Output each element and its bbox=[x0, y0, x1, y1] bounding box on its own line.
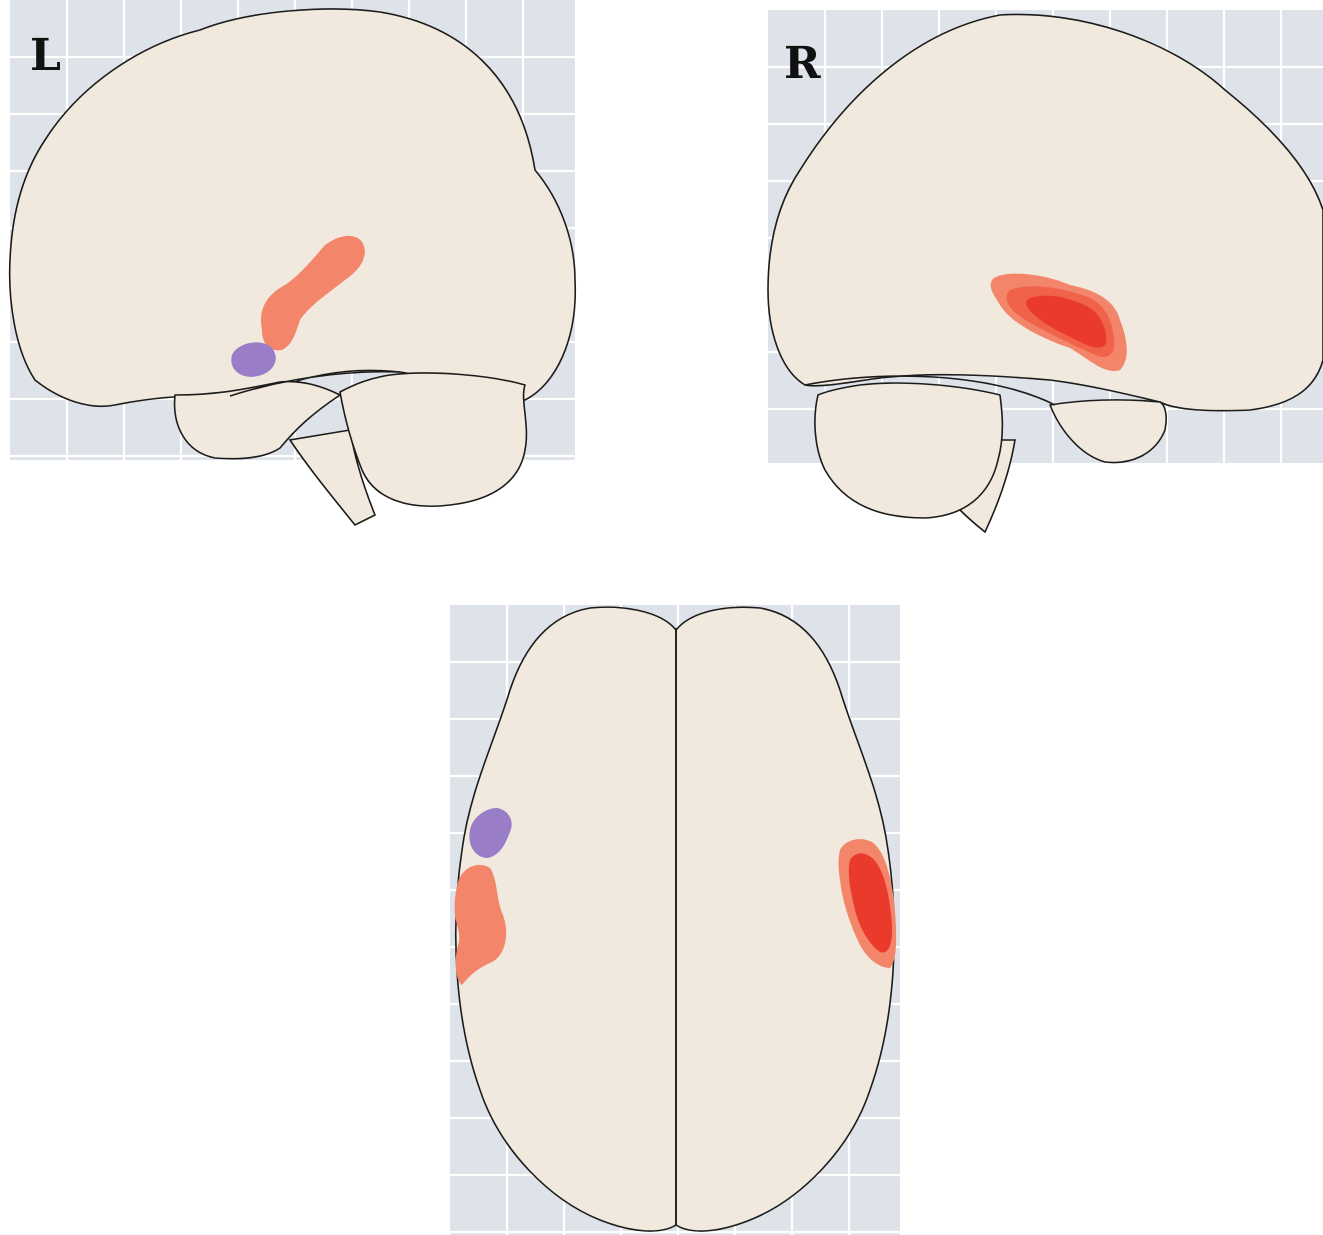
right-lateral-view: R bbox=[768, 10, 1323, 532]
right-cerebellum-outline bbox=[815, 383, 1002, 518]
left-view-label: L bbox=[30, 30, 61, 81]
left-lateral-view: L bbox=[10, 0, 576, 525]
right-view-label: R bbox=[784, 38, 821, 89]
left-cerebellum-outline bbox=[340, 373, 526, 506]
top-axial-view bbox=[450, 605, 900, 1235]
